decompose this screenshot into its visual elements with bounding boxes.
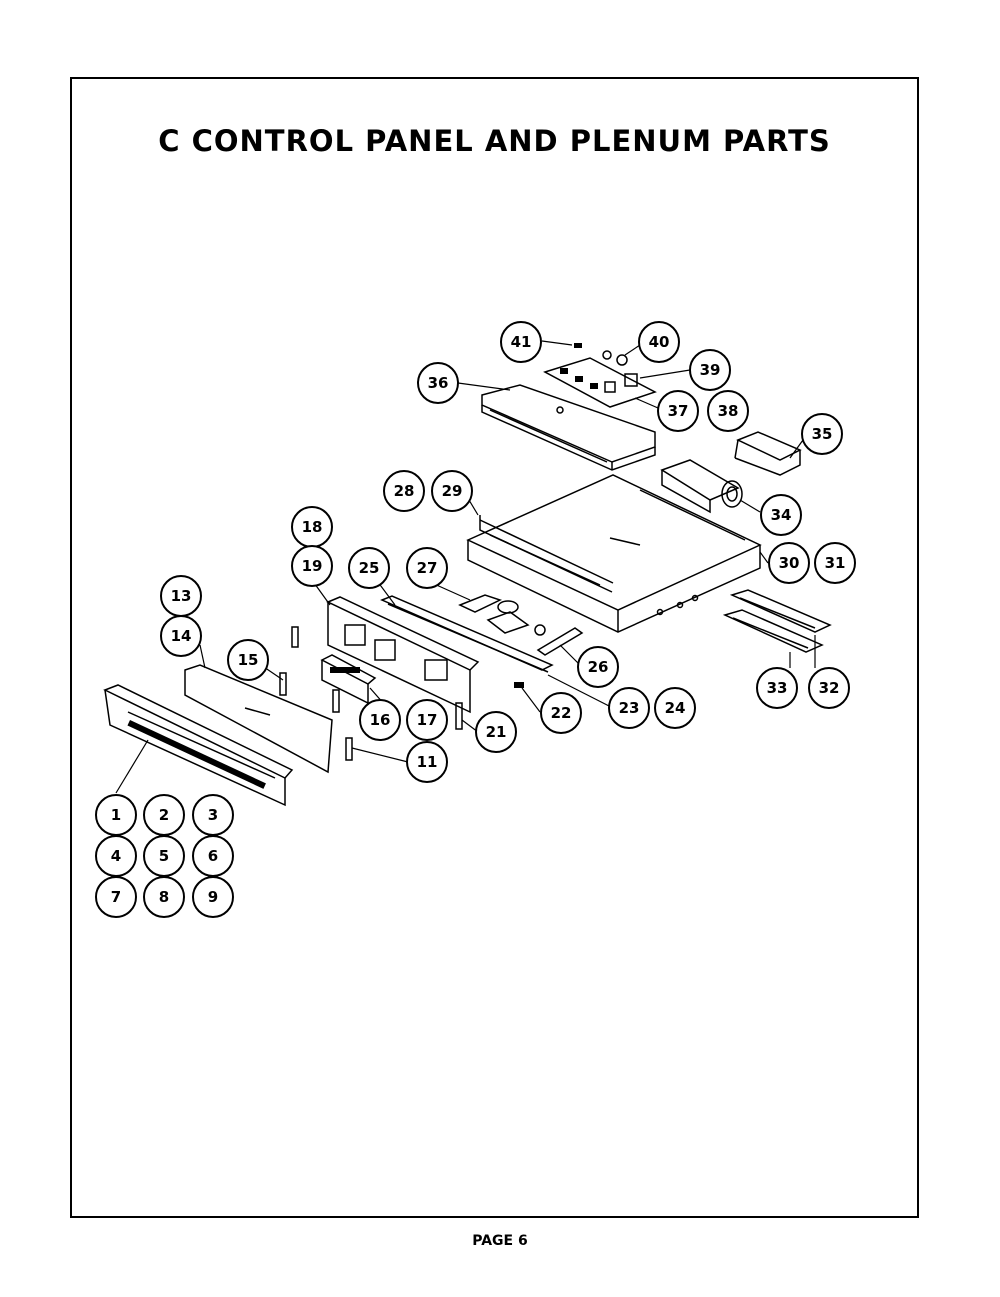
callout-32: 32 [808, 667, 850, 709]
callout-label-22: 22 [551, 704, 572, 722]
callout-17: 17 [406, 699, 448, 741]
callout-18: 18 [291, 506, 333, 548]
plenum-box [466, 474, 762, 633]
callout-label-31: 31 [825, 554, 846, 572]
callout-label-29: 29 [442, 482, 463, 500]
clips [279, 626, 463, 761]
callout-4: 4 [95, 835, 137, 877]
page-title: C CONTROL PANEL AND PLENUM PARTS [158, 124, 831, 158]
callout-label-32: 32 [819, 679, 840, 697]
callout-label-41: 41 [511, 333, 532, 351]
callout-label-33: 33 [767, 679, 788, 697]
callout-2: 2 [143, 794, 185, 836]
callout-label-8: 8 [159, 888, 169, 906]
callout-34: 34 [760, 494, 802, 536]
callout-label-14: 14 [171, 627, 192, 645]
callout-39: 39 [689, 349, 731, 391]
callout-label-5: 5 [159, 847, 169, 865]
side-rails [722, 589, 832, 653]
callout-3: 3 [192, 794, 234, 836]
callout-5: 5 [143, 835, 185, 877]
callout-label-28: 28 [394, 482, 415, 500]
switch-module [320, 654, 377, 705]
page-frame [70, 77, 919, 1218]
callout-label-34: 34 [771, 506, 792, 524]
callout-label-23: 23 [619, 699, 640, 717]
callout-label-38: 38 [718, 402, 739, 420]
callout-41: 41 [500, 321, 542, 363]
callout-21: 21 [475, 711, 517, 753]
callout-label-4: 4 [111, 847, 121, 865]
callout-37: 37 [657, 390, 699, 432]
callout-38: 38 [707, 390, 749, 432]
callout-16: 16 [359, 699, 401, 741]
control-board-cover [481, 384, 656, 471]
callout-19: 19 [291, 545, 333, 587]
callout-label-25: 25 [359, 559, 380, 577]
callout-22: 22 [540, 692, 582, 734]
callout-36: 36 [417, 362, 459, 404]
callout-9: 9 [192, 876, 234, 918]
page-number: PAGE 6 [472, 1233, 528, 1249]
control-panel-frame [326, 596, 480, 714]
callout-label-18: 18 [302, 518, 323, 536]
callout-label-16: 16 [370, 711, 391, 729]
callout-label-30: 30 [779, 554, 800, 572]
callout-label-27: 27 [417, 559, 438, 577]
control-board [543, 343, 657, 408]
callout-30: 30 [768, 542, 810, 584]
callout-25: 25 [348, 547, 390, 589]
callout-15: 15 [227, 639, 269, 681]
callout-label-1: 1 [111, 806, 121, 824]
callout-label-39: 39 [700, 361, 721, 379]
bracket-26 [534, 624, 584, 656]
callout-label-36: 36 [428, 374, 449, 392]
callout-label-11: 11 [417, 753, 438, 771]
control-overlay-glass [184, 664, 333, 774]
clip-22 [514, 682, 524, 688]
callout-label-40: 40 [649, 333, 670, 351]
blower-motor [660, 459, 743, 514]
callout-label-26: 26 [588, 658, 609, 676]
module-bracket [458, 594, 530, 634]
callout-1: 1 [95, 794, 137, 836]
mounting-channel [380, 595, 554, 673]
callout-29: 29 [431, 470, 473, 512]
callout-label-2: 2 [159, 806, 169, 824]
callout-7: 7 [95, 876, 137, 918]
callout-label-13: 13 [171, 587, 192, 605]
callout-label-35: 35 [812, 425, 833, 443]
callout-14: 14 [160, 615, 202, 657]
callout-label-9: 9 [208, 888, 218, 906]
callout-35: 35 [801, 413, 843, 455]
callout-label-17: 17 [417, 711, 438, 729]
callout-label-3: 3 [208, 806, 218, 824]
callout-33: 33 [756, 667, 798, 709]
callout-28: 28 [383, 470, 425, 512]
callout-8: 8 [143, 876, 185, 918]
callout-label-21: 21 [486, 723, 507, 741]
callout-label-37: 37 [668, 402, 689, 420]
callout-40: 40 [638, 321, 680, 363]
callout-13: 13 [160, 575, 202, 617]
callout-31: 31 [814, 542, 856, 584]
callout-label-19: 19 [302, 557, 323, 575]
callout-6: 6 [192, 835, 234, 877]
blower-bracket [734, 431, 802, 476]
callout-23: 23 [608, 687, 650, 729]
front-control-panel [103, 684, 294, 807]
callout-27: 27 [406, 547, 448, 589]
callout-11: 11 [406, 741, 448, 783]
callout-label-6: 6 [208, 847, 218, 865]
callout-26: 26 [577, 646, 619, 688]
leader-lines [115, 340, 816, 794]
callout-label-24: 24 [665, 699, 686, 717]
callout-24: 24 [654, 687, 696, 729]
callout-label-15: 15 [238, 651, 259, 669]
callout-label-7: 7 [111, 888, 121, 906]
